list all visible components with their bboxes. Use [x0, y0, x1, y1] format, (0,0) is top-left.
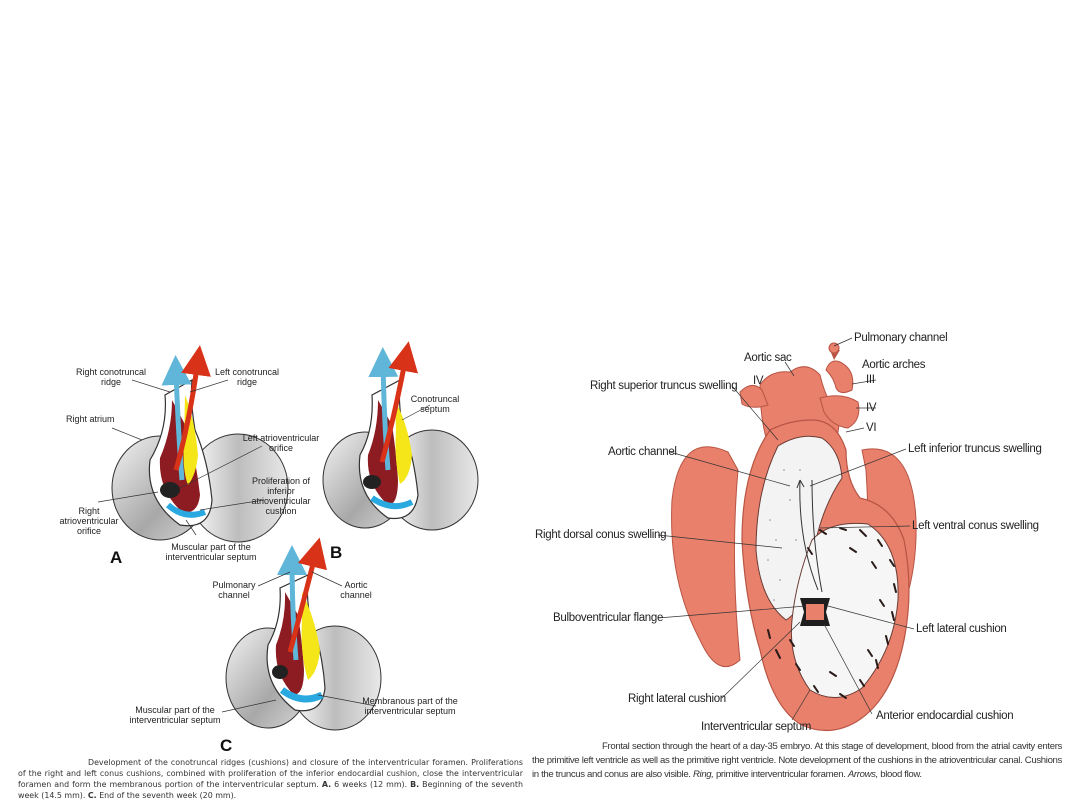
conus-stipple: [767, 469, 801, 601]
label-pulmonary-channel-right: Pulmonary channel: [854, 332, 948, 344]
right-figure-caption: Frontal section through the heart of a d…: [532, 740, 1062, 782]
label-left-av-orifice: Left atrioventricular orifice: [242, 433, 320, 453]
right-caption-ring-term: Ring,: [692, 769, 714, 780]
label-bulboventricular-flange: Bulboventricular flange: [553, 612, 664, 624]
label-right-atrium: Right atrium: [66, 414, 115, 424]
arch-iii: [825, 360, 854, 394]
label-left-conotruncal-ridge: Left conotruncal ridge: [214, 367, 280, 387]
label-pulmonary-channel-left: Pulmonary channel: [212, 580, 256, 600]
left-leader-lines: [97, 379, 431, 713]
label-aortic-channel-right: Aortic channel: [608, 446, 677, 458]
label-right-lateral-cushion: Right lateral cushion: [628, 693, 726, 705]
left-figure-caption: Development of the conotruncal ridges (c…: [18, 757, 523, 801]
left-figure: Right conotruncal ridge Left conotruncal…: [18, 341, 523, 801]
right-caption-arrows-term: Arrows,: [847, 769, 878, 780]
label-proliferation: Proliferation of inferior atrioventricul…: [251, 476, 311, 516]
label-right-conotruncal-ridge: Right conotruncal ridge: [75, 367, 147, 387]
left-caption-c-label: C.: [87, 791, 97, 800]
right-leader-lines: [657, 337, 915, 721]
blood-flow-arrows: [796, 479, 823, 593]
panel-a-heart: [111, 345, 289, 543]
label-conotruncal-septum: Conotruncal septum: [410, 394, 460, 414]
label-left-lateral-cushion: Left lateral cushion: [916, 623, 1007, 635]
label-membranous-part: Membranous part of the interventricular …: [362, 696, 458, 716]
label-arch-vi: VI: [866, 422, 877, 434]
label-arch-iii: III: [866, 374, 875, 386]
label-arch-iv-right: IV: [753, 375, 764, 387]
label-aortic-sac: Aortic sac: [744, 352, 792, 364]
right-caption-ring-text: primitive interventricular foramen.: [715, 769, 846, 780]
label-left-ventral-conus: Left ventral conus swelling: [912, 520, 1039, 532]
label-aortic-arches: Aortic arches: [862, 359, 926, 371]
panel-b-heart: [322, 341, 479, 531]
panel-letter-c: C: [220, 736, 233, 755]
label-aortic-channel-left: Aortic channel: [340, 580, 372, 600]
left-caption-a-label: A.: [321, 780, 332, 789]
right-caption-arrows-text: blood flow.: [880, 769, 922, 780]
panel-letter-b: B: [330, 543, 343, 562]
label-anterior-endocardial: Anterior endocardial cushion: [876, 710, 1014, 722]
label-right-superior-truncus: Right superior truncus swelling: [590, 380, 738, 392]
left-caption-a-text: 6 weeks (12 mm).: [334, 780, 408, 789]
label-muscular-part-c: Muscular part of the interventricular se…: [129, 705, 221, 725]
trabeculae: [767, 527, 897, 699]
left-figure-drawing: [97, 341, 479, 731]
left-caption-c-text: End of the seventh week (20 mm).: [99, 791, 237, 800]
panel-c-heart: [225, 537, 382, 731]
left-caption-body: Proliferations of the right and left con…: [18, 758, 523, 789]
left-caption-b-label: B.: [410, 780, 420, 789]
label-arch-iv-left: IV: [866, 402, 877, 414]
label-right-av-orifice: Right atrioventricular orifice: [59, 506, 119, 536]
left-caption-lead: Development of the conotruncal ridges (c…: [88, 758, 469, 767]
label-left-inferior-truncus: Left inferior truncus swelling: [908, 443, 1042, 455]
right-atrium-lobe: [671, 446, 741, 668]
label-muscular-part-a: Muscular part of the interventricular se…: [165, 542, 257, 562]
panel-letter-a: A: [110, 548, 123, 567]
label-interventricular-septum: Interventricular septum: [701, 721, 812, 733]
arch-iv: [819, 395, 860, 429]
left-caption-b-text: Beginning of the seventh week (14.5 mm).: [18, 780, 523, 800]
label-right-dorsal-conus: Right dorsal conus swelling: [535, 529, 667, 541]
right-caption-lead: Frontal section through the heart of a d…: [532, 741, 1062, 780]
arch-iv-right: [739, 385, 769, 408]
